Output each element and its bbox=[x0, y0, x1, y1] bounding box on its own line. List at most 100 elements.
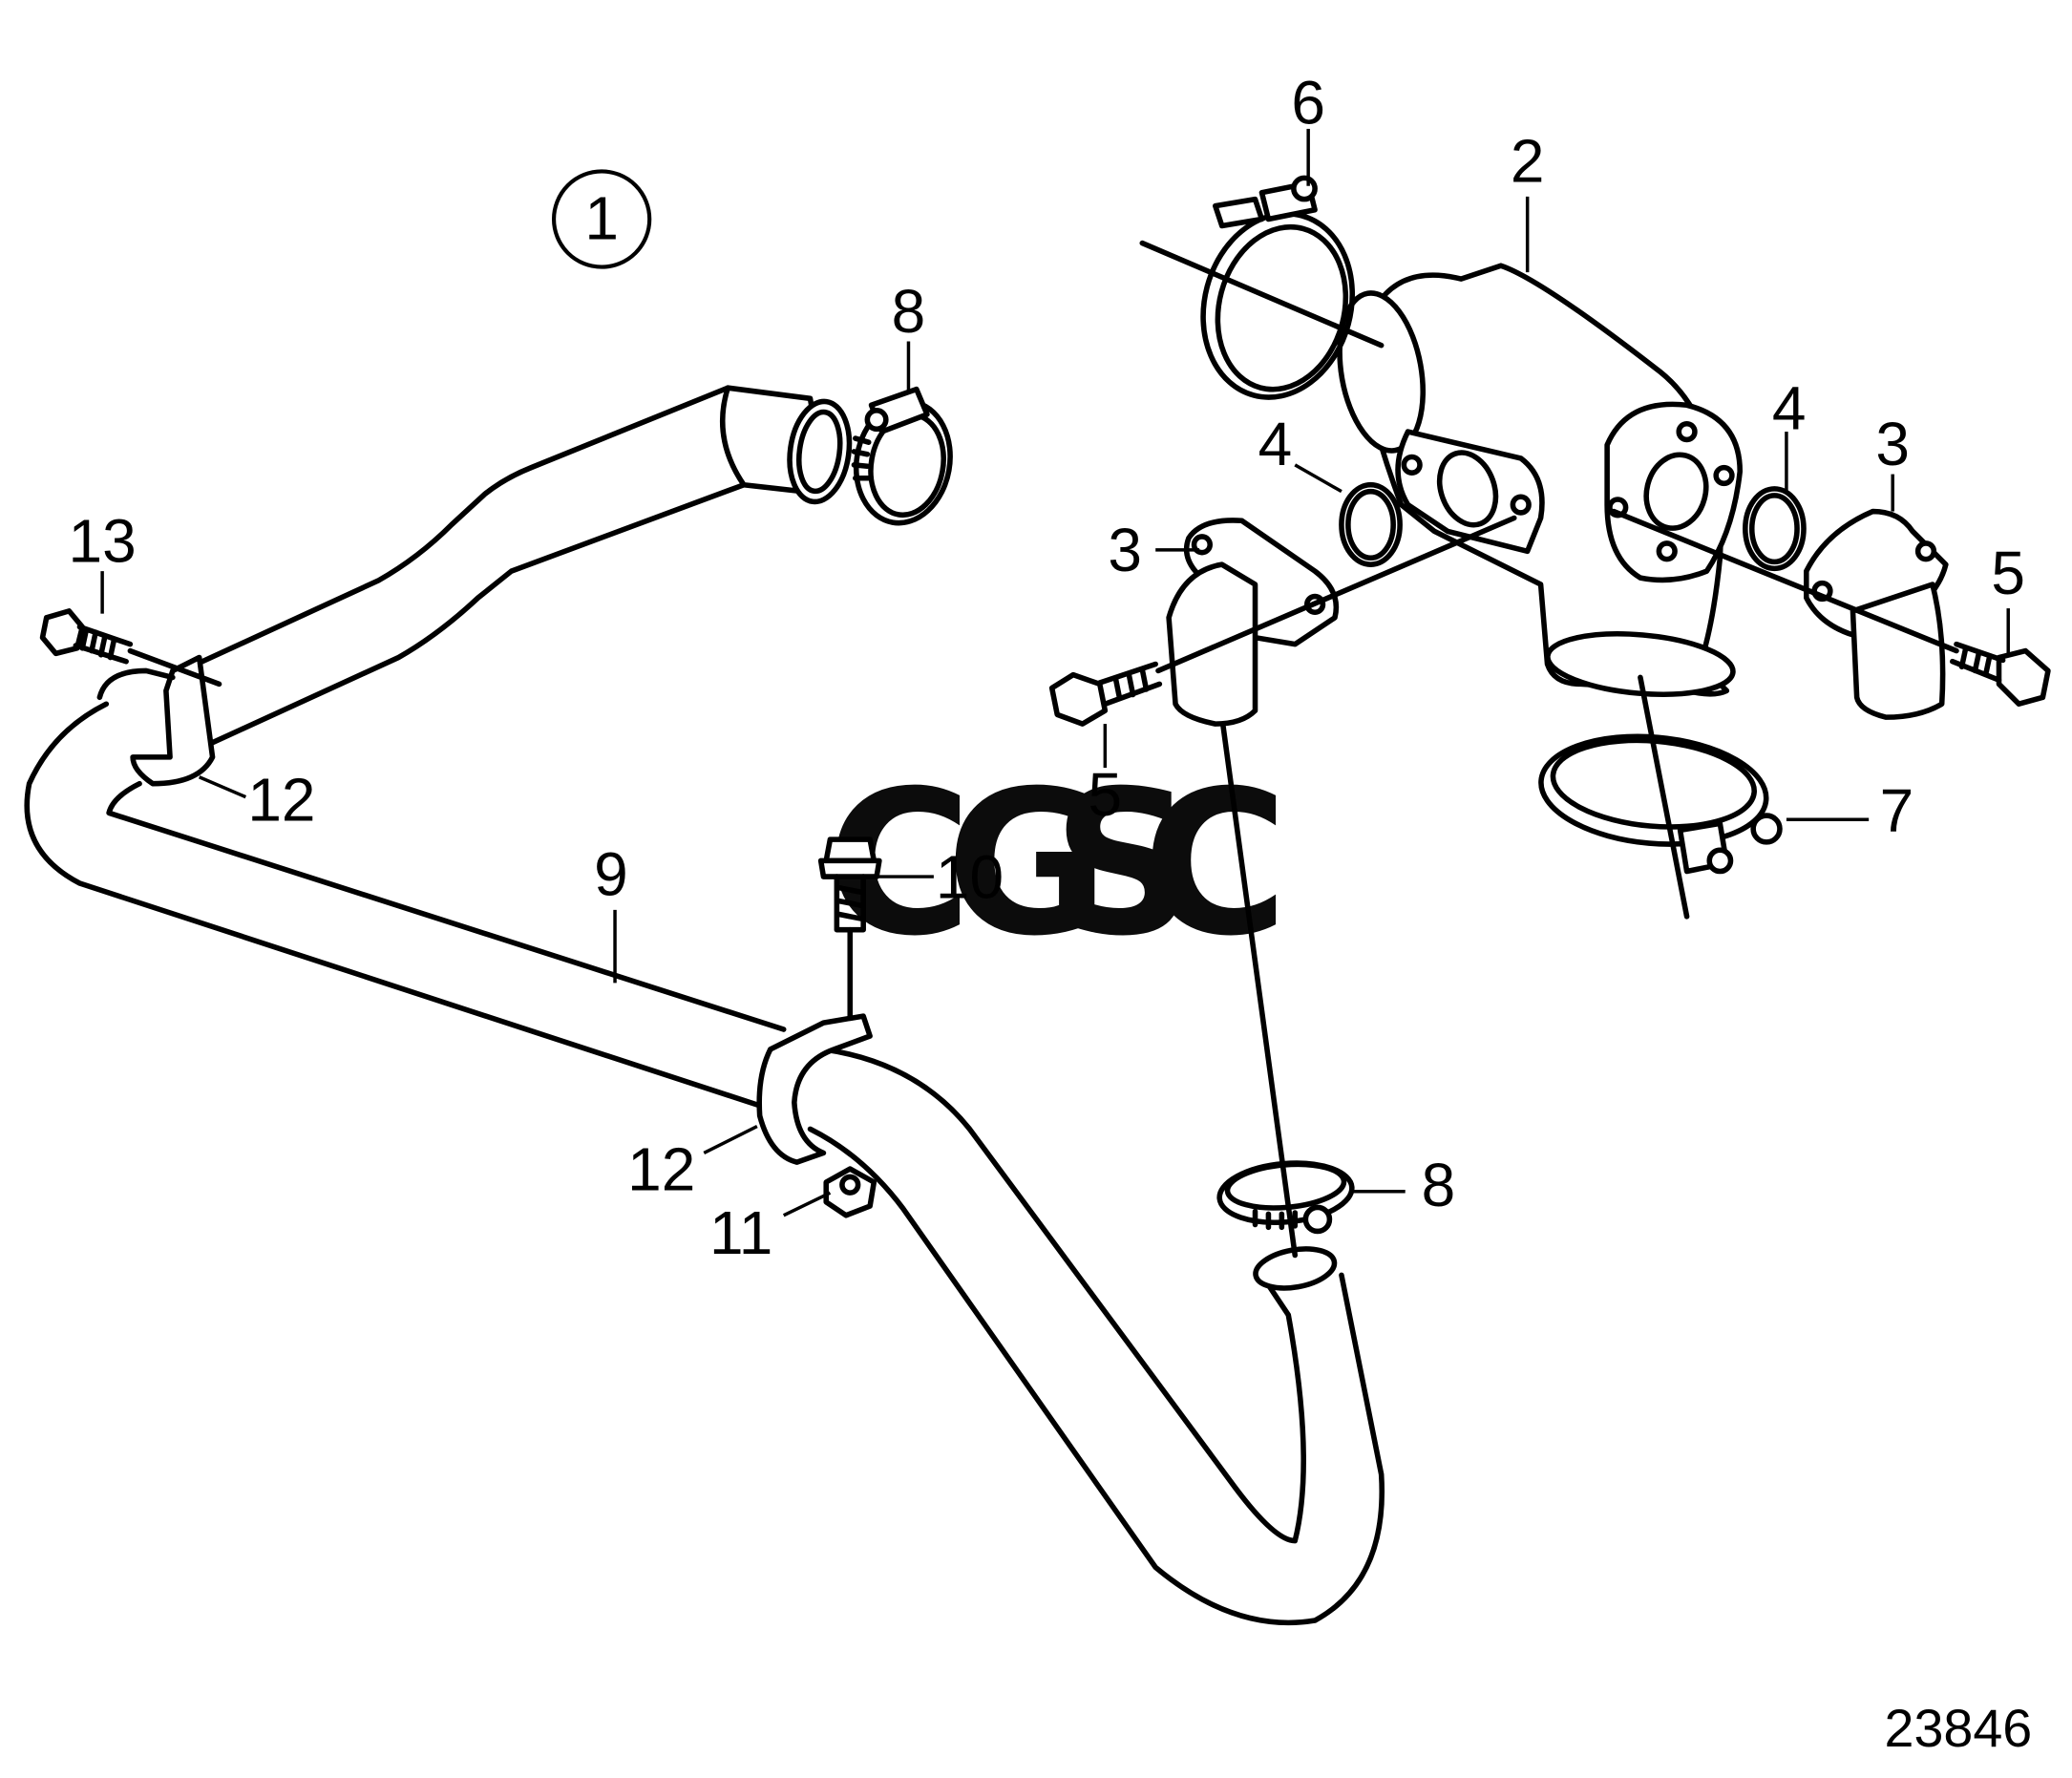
nut-hole bbox=[839, 1174, 861, 1196]
v-band-ring bbox=[1200, 211, 1356, 400]
leader-line bbox=[703, 1125, 758, 1154]
leader-lines bbox=[100, 128, 2010, 1217]
callout-label-7: 7 bbox=[1880, 776, 1914, 845]
o-ring-inner bbox=[1345, 488, 1396, 561]
o-ring bbox=[1743, 486, 1807, 572]
nut-11 bbox=[823, 1166, 877, 1218]
watermark-letter: C bbox=[1142, 748, 1288, 980]
bolt-thread bbox=[73, 624, 134, 665]
v-band-clamp-7 bbox=[1538, 733, 1783, 875]
bolt-head bbox=[823, 836, 877, 864]
bolt-thread bbox=[1950, 641, 2006, 683]
assembly-marker-circle bbox=[551, 169, 652, 269]
bolt-5-right bbox=[1611, 508, 2051, 708]
assembly-axis bbox=[1218, 714, 1299, 1259]
housing-body bbox=[1361, 263, 1730, 697]
figure-number: 23846 bbox=[1885, 1699, 2033, 1758]
p-clamp-left bbox=[96, 654, 216, 787]
elbow-3-right bbox=[1804, 508, 1949, 720]
housing-right-port bbox=[1643, 452, 1709, 531]
callout-label-4: 4 bbox=[1258, 410, 1293, 478]
callout-label-5: 5 bbox=[1089, 760, 1123, 829]
main-hose-outline-top bbox=[24, 701, 773, 1112]
upper-hose bbox=[194, 385, 853, 747]
upper-hose-opening-inner bbox=[796, 409, 843, 495]
o-ring-inner bbox=[1748, 493, 1800, 565]
elbow-pipe bbox=[1850, 582, 1946, 720]
callout-label-8: 8 bbox=[1422, 1151, 1456, 1219]
main-hose-bend-top bbox=[820, 1047, 1306, 1544]
bolt-axis bbox=[127, 647, 222, 688]
watermark: C G S C bbox=[826, 748, 1288, 980]
hose-clamp-lower bbox=[1216, 714, 1355, 1259]
main-hose-bend-bottom bbox=[807, 1126, 1385, 1626]
callout-label-6: 6 bbox=[1291, 68, 1325, 137]
bolt-head bbox=[1996, 647, 2051, 708]
hose-clamp-screw bbox=[864, 408, 889, 433]
v-band-ring-inner bbox=[1215, 223, 1349, 392]
p-clamp-middle bbox=[756, 1013, 873, 1165]
v-band-nut bbox=[1291, 175, 1318, 202]
hose-clamp-upper bbox=[851, 386, 953, 526]
bolt-hole bbox=[1401, 454, 1423, 476]
upper-hose-outline bbox=[194, 385, 731, 667]
assembly-axis bbox=[1155, 515, 1517, 674]
housing-2 bbox=[1139, 240, 1744, 920]
v-band-clamp-6 bbox=[1200, 175, 1356, 400]
main-hose-outline-bottom bbox=[106, 780, 787, 1032]
bolt-13 bbox=[39, 608, 222, 688]
o-ring-4-right bbox=[1743, 486, 1807, 572]
bolt-hole bbox=[1656, 540, 1678, 562]
bolt-hole bbox=[1676, 420, 1698, 443]
p-clamp-body bbox=[756, 1013, 873, 1165]
leader-line bbox=[1294, 463, 1343, 494]
watermark-letter: G bbox=[945, 748, 1109, 980]
callout-label-12: 12 bbox=[247, 766, 315, 835]
main-hose bbox=[24, 701, 1385, 1626]
callout-label-8: 8 bbox=[892, 277, 926, 346]
callout-label-4: 4 bbox=[1772, 373, 1807, 442]
housing-left-port bbox=[1436, 450, 1499, 528]
bolt-head bbox=[1048, 671, 1109, 727]
assembly-axis bbox=[1611, 508, 1959, 654]
bolt-hole bbox=[1510, 494, 1532, 516]
hose-clamp-band-teeth bbox=[1252, 1208, 1299, 1231]
callout-label-13: 13 bbox=[69, 506, 137, 575]
callout-label-2: 2 bbox=[1511, 127, 1545, 196]
housing-inlet bbox=[1337, 290, 1427, 454]
bolt-flange bbox=[817, 857, 882, 879]
p-clamp-loop bbox=[96, 667, 176, 701]
housing-outlet bbox=[1545, 631, 1736, 697]
leader-line bbox=[782, 1191, 832, 1217]
hose-clamp-band-teeth bbox=[851, 435, 872, 481]
callout-label-5: 5 bbox=[1991, 539, 2025, 607]
callout-label-11: 11 bbox=[709, 1198, 772, 1267]
callout-label-3: 3 bbox=[1108, 516, 1142, 584]
callout-label-9: 9 bbox=[594, 840, 628, 909]
bolt-thread bbox=[1096, 661, 1163, 708]
v-band-ring bbox=[1538, 733, 1769, 847]
callout-label-12: 12 bbox=[627, 1134, 695, 1203]
leader-line bbox=[198, 775, 247, 799]
elbow-pipe bbox=[1166, 561, 1258, 727]
assembly-marker: 1 bbox=[551, 169, 652, 269]
upper-hose-outline bbox=[207, 481, 747, 747]
bolt-hole bbox=[1713, 464, 1735, 487]
v-band-ring-inner bbox=[1550, 737, 1757, 830]
assembly-marker-label: 1 bbox=[584, 183, 619, 252]
v-band-nut bbox=[1706, 847, 1734, 875]
o-ring bbox=[1339, 481, 1403, 567]
bolt-5-left bbox=[1048, 515, 1517, 727]
hose-clamp-screw bbox=[1302, 1204, 1333, 1235]
callout-label-3: 3 bbox=[1875, 410, 1910, 478]
callout-label-10: 10 bbox=[936, 842, 1004, 911]
callout-labels: 6 2 8 4 4 3 3 5 5 13 12 12 9 10 7 8 11 bbox=[69, 68, 2025, 1267]
bolt-hole bbox=[1914, 540, 1937, 562]
o-ring-4-left bbox=[1339, 481, 1403, 567]
v-band-nut bbox=[1750, 813, 1783, 845]
assembly-axis bbox=[1638, 674, 1690, 920]
watermark-letter: S bbox=[1052, 748, 1195, 980]
v-band-bolt bbox=[1213, 196, 1265, 229]
